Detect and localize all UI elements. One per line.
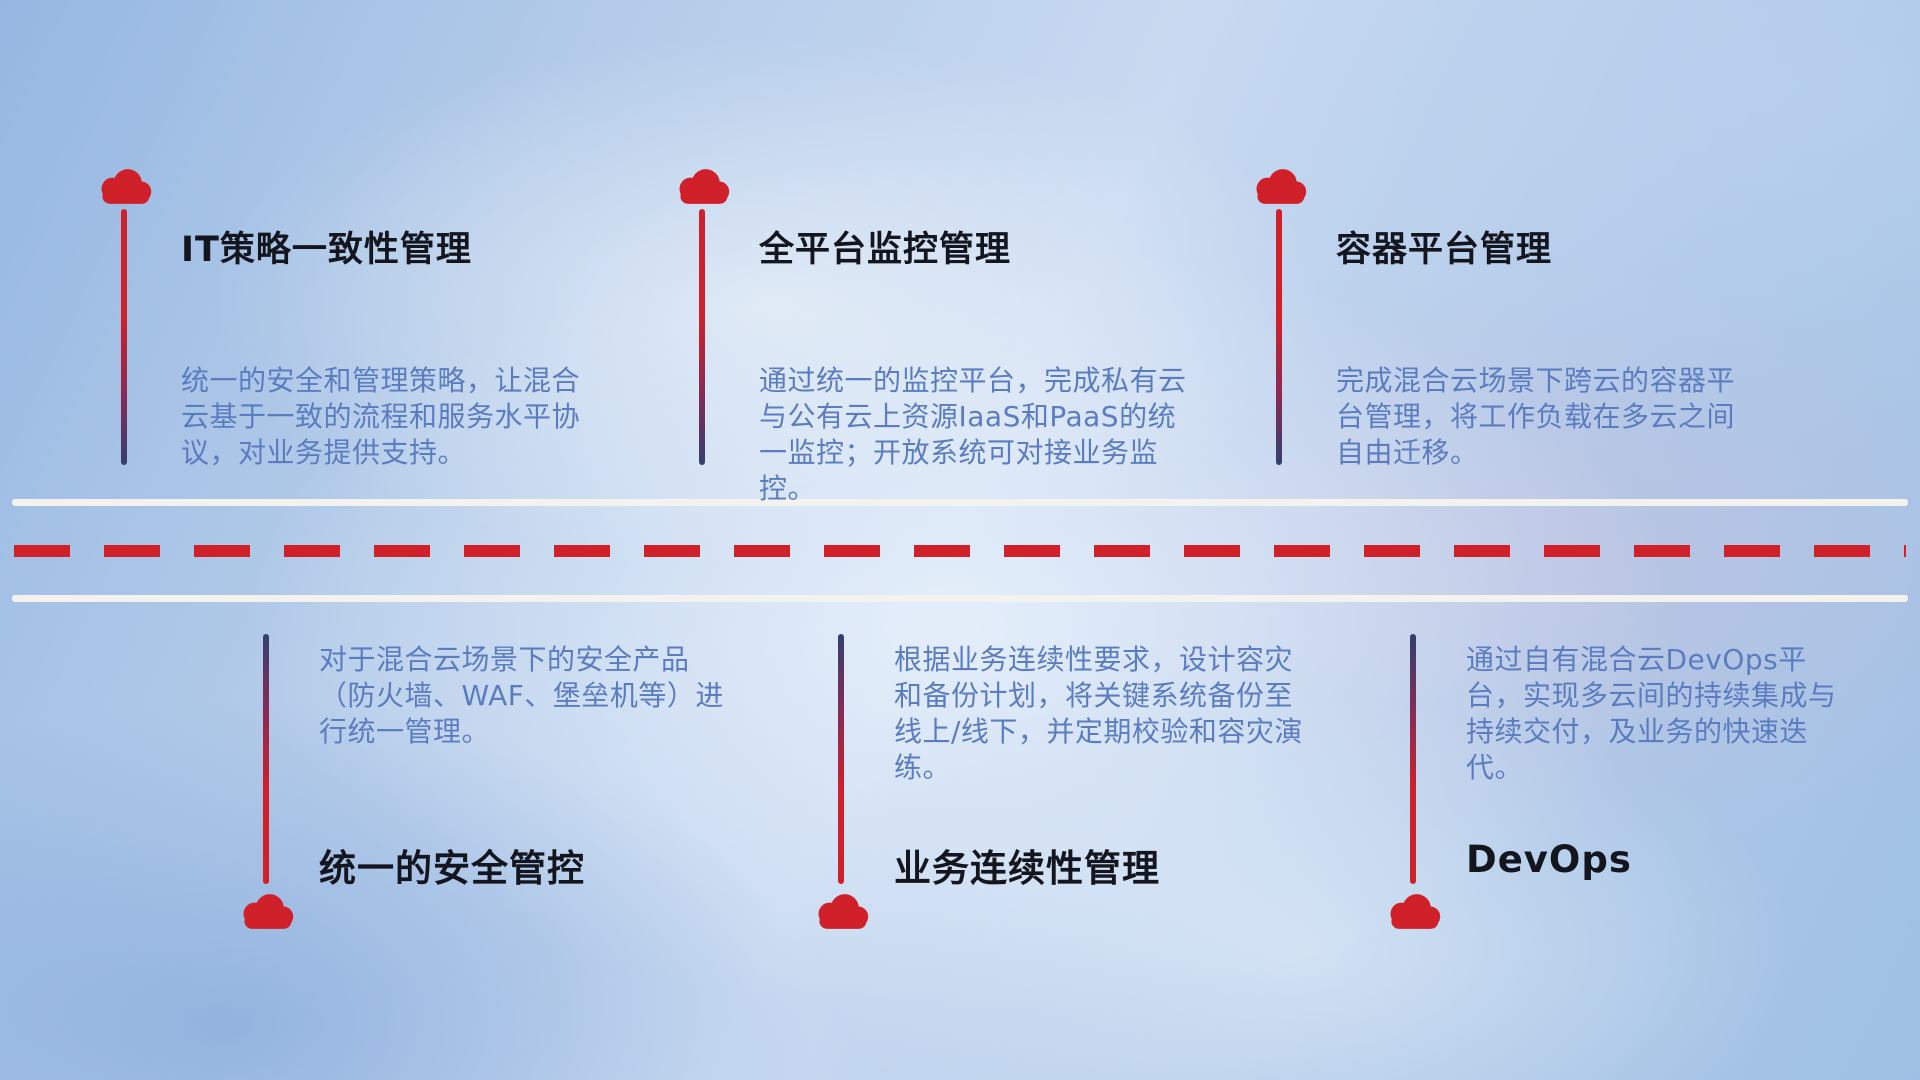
feature-description: 根据业务连续性要求，设计容灾和备份计划，将关键系统备份至线上/线下，并定期校验和… <box>894 643 1303 784</box>
feature-title: 容器平台管理 <box>1336 230 1553 270</box>
feature-title: 统一的安全管控 <box>319 847 585 890</box>
cloud-icon <box>1249 165 1309 207</box>
feature-title: IT策略一致性管理 <box>181 230 472 270</box>
road-bottom-line <box>12 595 1908 602</box>
timeline-pole <box>838 634 844 884</box>
cloud-icon <box>811 890 871 932</box>
timeline-pole <box>699 209 705 465</box>
cloud-icon <box>1383 890 1443 932</box>
cloud-icon <box>672 165 732 207</box>
feature-title: DevOps <box>1466 838 1632 881</box>
feature-description: 对于混合云场景下的安全产品（防火墙、WAF、堡垒机等）进行统一管理。 <box>319 643 724 748</box>
feature-description: 统一的安全和管理策略，让混合云基于一致的流程和服务水平协议，对业务提供支持。 <box>181 364 581 469</box>
feature-description: 完成混合云场景下跨云的容器平台管理，将工作负载在多云之间自由迁移。 <box>1336 364 1736 469</box>
feature-title: 业务连续性管理 <box>894 847 1160 890</box>
feature-description: 通过自有混合云DevOps平台，实现多云间的持续集成与持续交付，及业务的快速迭代… <box>1466 643 1837 784</box>
timeline-pole <box>263 634 269 884</box>
road-center-dashed-line <box>14 545 1906 557</box>
feature-description: 通过统一的监控平台，完成私有云与公有云上资源IaaS和PaaS的统一监控；开放系… <box>759 364 1187 505</box>
timeline-pole <box>1276 209 1282 465</box>
road-top-line <box>12 499 1908 506</box>
timeline-pole <box>121 209 127 465</box>
feature-title: 全平台监控管理 <box>759 230 1012 270</box>
cloud-icon <box>236 890 296 932</box>
timeline-pole <box>1410 634 1416 884</box>
cloud-icon <box>94 165 154 207</box>
